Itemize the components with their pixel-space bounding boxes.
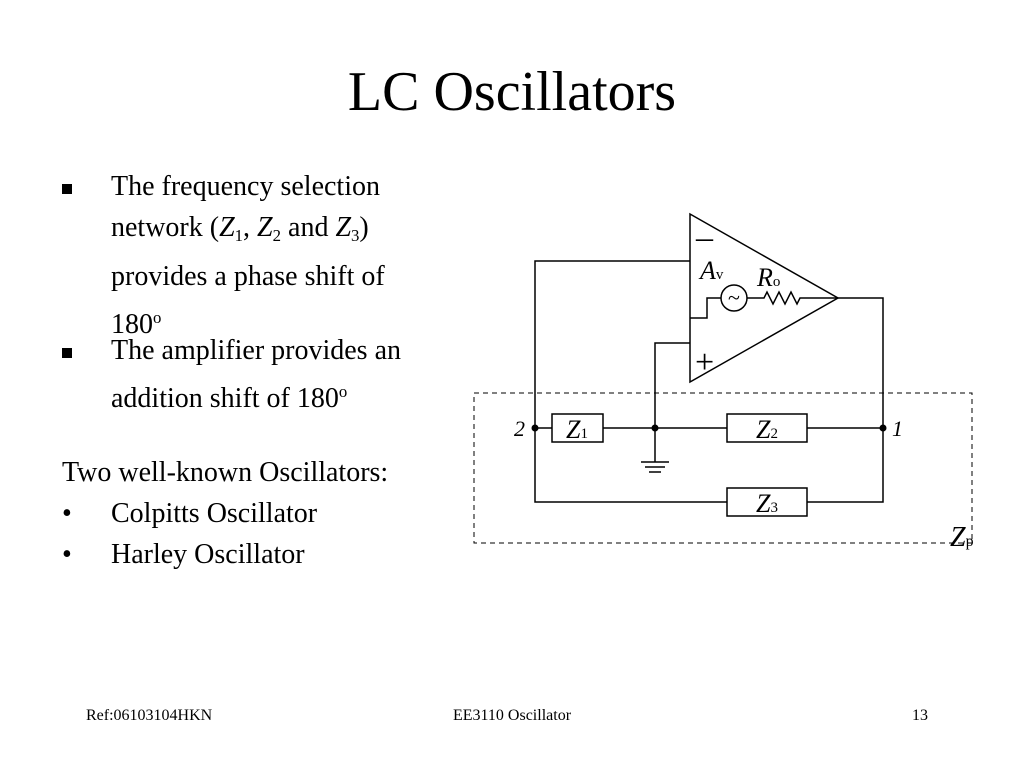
z3-label: Z3 (756, 489, 778, 518)
noninverting-input-wire (654, 342, 690, 428)
oscillator-harley: Harley Oscillator (111, 539, 305, 570)
oscillators-heading: Two well-known Oscillators: (62, 457, 389, 488)
z1-label: Z1 (566, 415, 588, 444)
bullet-1-z1-sub: 1 (234, 226, 244, 245)
bullet-marker-1 (62, 166, 72, 207)
node-1-label: 1 (892, 416, 903, 441)
oscillator-colpitts: Colpitts Oscillator (111, 498, 318, 529)
dot-marker-1: • (62, 498, 72, 529)
footer-page-number: 13 (912, 707, 928, 724)
bullet-1-line-4: 180o (111, 297, 481, 345)
footer-course: EE3110 Oscillator (452, 707, 572, 724)
bullet-1-comma: , (243, 212, 258, 243)
bullet-2-text: addition shift of 180 (111, 383, 339, 414)
bullet-1-and: and (281, 212, 336, 243)
bullet-1-z2: Z (257, 212, 273, 243)
bullet-1-prefix: network ( (111, 212, 220, 243)
bullet-2-line-2: addition shift of 180o (111, 371, 481, 419)
dot-marker-2: • (62, 539, 72, 570)
internal-source-wire (690, 297, 721, 319)
bullet-1-line-2: network (Z1, Z2 and Z3) (111, 207, 481, 256)
bullet-2-line-1: The amplifier provides an (111, 335, 402, 366)
zp-label: Zp (950, 522, 974, 553)
bullet-1-degrees: 180 (111, 309, 153, 340)
output-wire (838, 297, 884, 428)
slide-title: LC Oscillators (347, 61, 677, 123)
z3-left-wire (534, 428, 727, 503)
bullet-1-degree-sup: o (153, 308, 162, 327)
ro-resistor (747, 290, 838, 306)
z2-label: Z2 (756, 415, 778, 444)
ro-label: Ro (756, 263, 780, 292)
opamp-minus-sign: – (695, 219, 714, 256)
bullet-1-line-1: The frequency selection (111, 171, 380, 202)
inverting-input-wire (534, 260, 690, 428)
footer-ref: Ref:06103104HKN (86, 707, 213, 724)
z3-right-wire (807, 428, 884, 503)
bullet-1-z3: Z (335, 212, 352, 243)
bullet-2-degree-sup: o (338, 382, 348, 401)
opamp-triangle (689, 212, 840, 384)
node-dot-ground (651, 424, 659, 432)
bullet-1-close: ) (359, 212, 369, 243)
bullet-text-1: The frequency selection network (Z1, Z2 … (111, 166, 481, 345)
bullet-1-z1: Z (219, 212, 235, 243)
bullet-text-2: The amplifier provides an addition shift… (111, 330, 481, 419)
source-tilde: ~ (728, 285, 740, 310)
node-dot-1 (879, 424, 887, 432)
bullet-1-line-3: provides a phase shift of (111, 261, 385, 292)
opamp-plus-sign: + (695, 344, 714, 381)
bullet-marker-2 (62, 330, 72, 371)
node-dot-2 (531, 424, 539, 432)
node-2-label: 2 (514, 416, 525, 441)
gain-label: Av (698, 256, 724, 285)
bullet-1-z3-sub: 3 (351, 226, 360, 245)
bullet-1-z2-sub: 2 (272, 226, 282, 245)
